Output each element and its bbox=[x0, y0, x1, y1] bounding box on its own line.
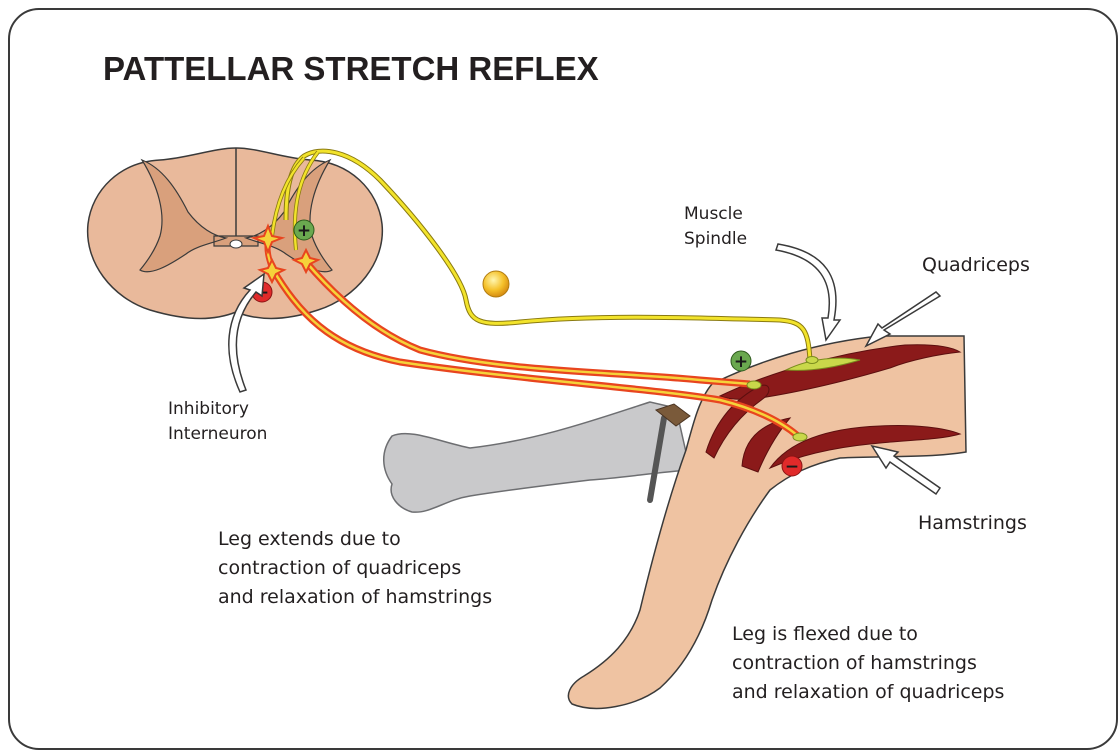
quadriceps-nerve-ending bbox=[747, 381, 761, 389]
hamstrings-nerve-ending bbox=[793, 433, 807, 441]
dorsal-root-ganglion bbox=[483, 271, 509, 297]
quadriceps-label: Quadriceps bbox=[922, 254, 1030, 276]
plus-sign-quadriceps: + bbox=[731, 351, 751, 372]
svg-text:−: − bbox=[785, 457, 799, 477]
leg-extends-caption: Leg extends due to contraction of quadri… bbox=[218, 525, 492, 612]
hamstrings-label: Hamstrings bbox=[918, 512, 1027, 534]
central-canal bbox=[230, 240, 242, 248]
inhibitory-interneuron-label: Inhibitory Interneuron bbox=[168, 397, 267, 447]
svg-text:+: + bbox=[297, 221, 311, 241]
muscle-spindle-label: Muscle Spindle bbox=[684, 202, 747, 252]
minus-sign-hamstrings: − bbox=[782, 456, 802, 477]
diagram-title: PATTELLAR STRETCH REFLEX bbox=[103, 50, 599, 88]
plus-sign-cord: + bbox=[294, 220, 314, 241]
spindle-nerve-ending bbox=[806, 357, 818, 364]
svg-text:+: + bbox=[734, 352, 748, 372]
leg-flexed-caption: Leg is flexed due to contraction of hams… bbox=[732, 620, 1004, 707]
